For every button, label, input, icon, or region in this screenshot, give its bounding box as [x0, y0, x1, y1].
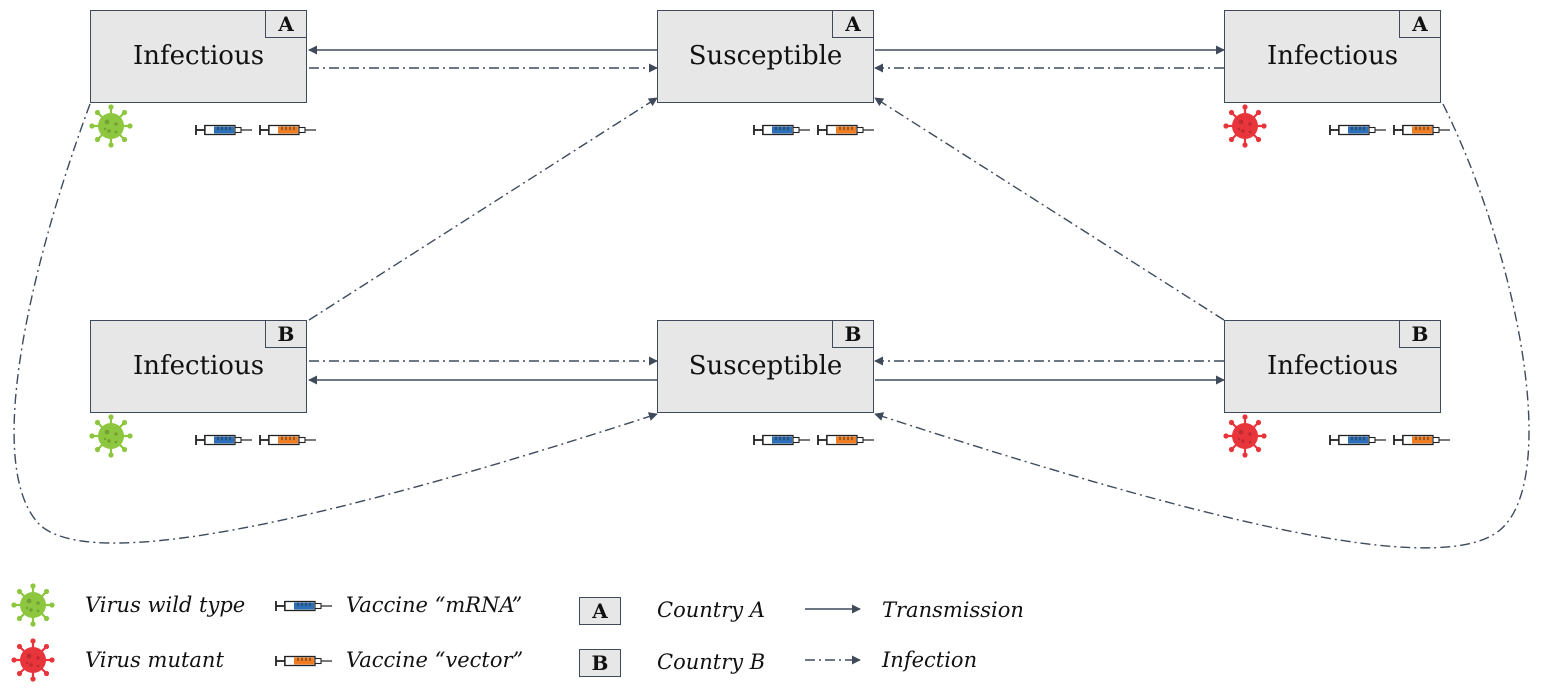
node-susceptible-a: Susceptible A: [657, 10, 874, 103]
node-label: Infectious: [1266, 351, 1399, 381]
node-infectious-a-right: Infectious A: [1224, 10, 1441, 103]
virus-wild-type-icon: [88, 413, 134, 459]
vaccine-vector-icon: [818, 435, 874, 445]
legend-virus-mutant-icon: [10, 637, 56, 683]
legend-vaccine-mrna-icon: [276, 601, 332, 611]
legend-vaccine-mrna-label: Vaccine “mRNA”: [346, 593, 523, 617]
legend-country-a-label: Country A: [657, 598, 765, 622]
country-tag: A: [265, 10, 307, 38]
virus-wild-type-icon: [88, 103, 134, 149]
infection-arrow-a-left-to-b-center: [13, 103, 658, 544]
legend-transmission-label: Transmission: [882, 598, 1024, 622]
country-tag: A: [1399, 10, 1441, 38]
legend-virus-wild-type-icon: [10, 582, 56, 628]
node-infectious-b-right: Infectious B: [1224, 320, 1441, 413]
vaccine-vector-icon: [1394, 435, 1450, 445]
node-label: Infectious: [132, 41, 265, 71]
country-tag: B: [1399, 320, 1441, 348]
legend-virus-wild-type-label: Virus wild type: [85, 593, 246, 617]
legend-infection-label: Infection: [882, 648, 978, 672]
virus-mutant-icon: [1222, 413, 1268, 459]
node-infectious-b-left: Infectious B: [90, 320, 307, 413]
legend-vaccine-vector-icon: [276, 656, 332, 666]
vaccine-vector-icon: [1394, 125, 1450, 135]
vaccine-vector-icon: [260, 435, 316, 445]
infection-arrow-a-right-to-b-center: [874, 103, 1530, 549]
vaccine-vector-icon: [818, 125, 874, 135]
vaccine-mrna-icon: [1330, 435, 1386, 445]
node-label: Susceptible: [688, 351, 843, 381]
vaccine-mrna-icon: [754, 125, 810, 135]
node-label: Susceptible: [688, 41, 843, 71]
vaccine-vector-icon: [260, 125, 316, 135]
vaccine-mrna-icon: [754, 435, 810, 445]
vaccine-mrna-icon: [196, 125, 252, 135]
country-tag: B: [832, 320, 874, 348]
legend-virus-mutant-label: Virus mutant: [85, 648, 224, 672]
legend-vaccine-vector-label: Vaccine “vector”: [346, 648, 524, 672]
node-susceptible-b: Susceptible B: [657, 320, 874, 413]
vaccine-mrna-icon: [196, 435, 252, 445]
legend-country-b-label: Country B: [657, 650, 766, 674]
node-infectious-a-left: Infectious A: [90, 10, 307, 103]
node-label: Infectious: [1266, 41, 1399, 71]
infection-arrow-b-left-to-a-center: [308, 97, 658, 321]
legend-country-b-box: B: [579, 649, 621, 677]
virus-mutant-icon: [1222, 103, 1268, 149]
node-label: Infectious: [132, 351, 265, 381]
infection-arrow-b-right-to-a-center: [874, 97, 1225, 321]
legend-country-a-box: A: [579, 597, 621, 625]
country-tag: A: [832, 10, 874, 38]
vaccine-mrna-icon: [1330, 125, 1386, 135]
country-tag: B: [265, 320, 307, 348]
